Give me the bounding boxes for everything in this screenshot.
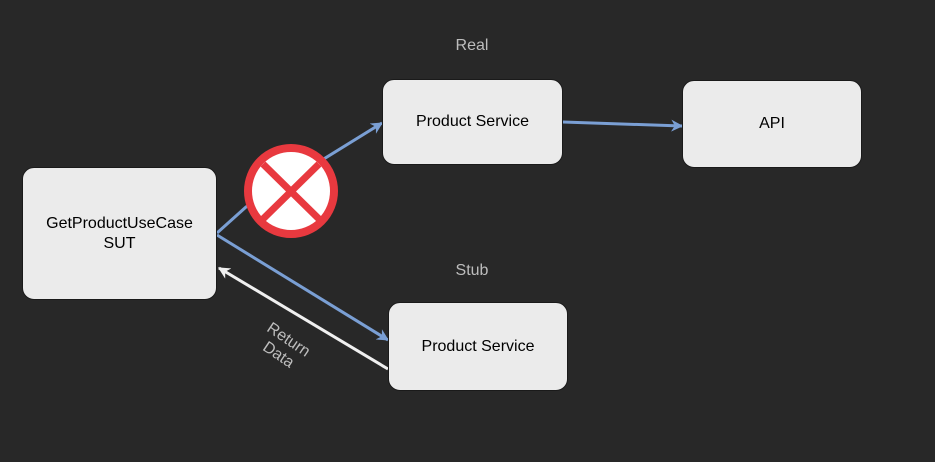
arrow-sut-to-stub-service [216, 233, 390, 342]
api-node: API [682, 80, 862, 168]
sut-node: GetProductUseCase SUT [22, 167, 217, 300]
stub-product-service-node: Product Service [388, 302, 568, 391]
arrow-sut-to-real-service [215, 121, 384, 235]
cross-circle-icon [244, 144, 338, 238]
real-product-service-node: Product Service [382, 79, 563, 165]
arrow-real-service-to-api [562, 119, 684, 132]
real-label: Real [455, 37, 489, 54]
stub-label: Stub [455, 262, 489, 279]
arrow-return-data [217, 266, 389, 371]
